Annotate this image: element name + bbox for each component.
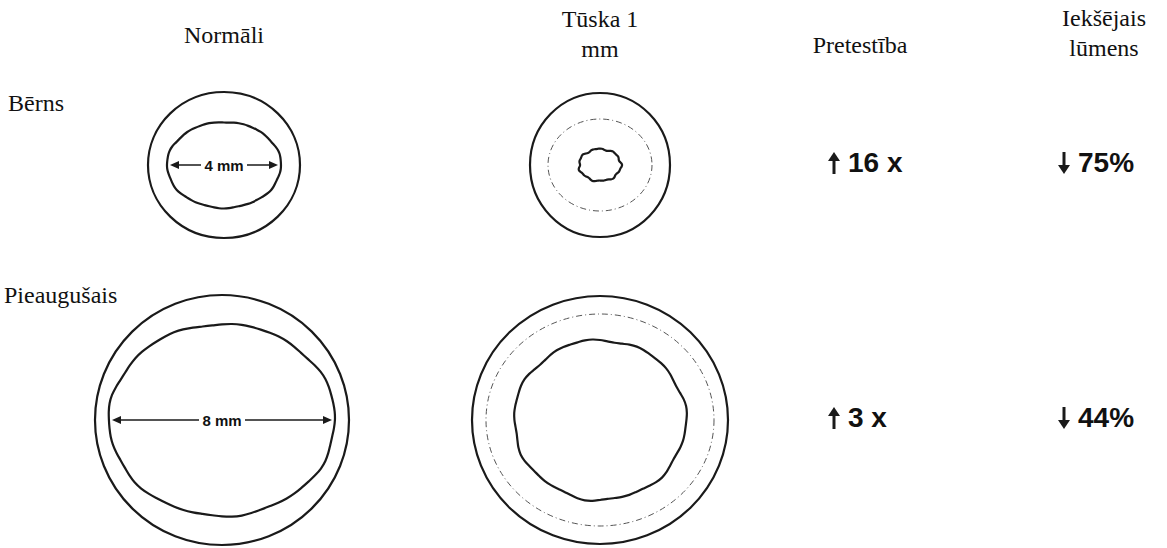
dimension-arrowhead: [170, 161, 179, 169]
column-heading: Normāli: [139, 20, 309, 50]
row-heading: Pieaugušais: [4, 280, 117, 310]
airway-lumen: [109, 324, 335, 517]
column-heading: Tūska 1 mm: [548, 4, 652, 64]
narrowed-lumen: [514, 340, 687, 501]
original-lumen-outline: [548, 119, 652, 211]
arrow-shaft: [833, 161, 836, 174]
dimension-label: 4 mm: [201, 157, 246, 174]
arrow-shaft: [833, 416, 836, 429]
original-lumen-outline: [486, 314, 714, 526]
narrowed-lumen: [579, 149, 622, 182]
resistance-value: 16 x: [848, 149, 903, 177]
airway-cross-section: 4 mm: [145, 89, 303, 241]
airway-lumen: [167, 122, 281, 208]
lumen-value: 75%: [1078, 149, 1134, 177]
airway-cross-section: 8 mm: [92, 292, 352, 548]
down-arrow: [1058, 407, 1070, 429]
dimension-arrowhead: [323, 416, 332, 424]
arrow-head: [1058, 165, 1070, 174]
row-heading: Bērns: [8, 88, 64, 118]
dimension-arrowhead: [112, 416, 121, 424]
column-heading: Iekšējais lūmens: [1047, 3, 1161, 63]
airway-wall: [95, 295, 349, 545]
column-heading: Pretestība: [780, 30, 940, 60]
arrow-shaft: [1063, 407, 1066, 420]
down-arrow: [1058, 152, 1070, 174]
dimension-label: 8 mm: [199, 412, 244, 429]
airway-wall: [148, 92, 300, 238]
arrow-head: [828, 407, 840, 416]
arrow-head: [828, 152, 840, 161]
dimension-arrowhead: [269, 161, 278, 169]
arrow-head: [1058, 420, 1070, 429]
arrow-shaft: [1063, 152, 1066, 165]
resistance-value: 3 x: [848, 404, 887, 432]
lumen-value: 44%: [1078, 404, 1134, 432]
airway-wall: [472, 296, 728, 544]
airway-wall: [530, 93, 670, 237]
up-arrow: [828, 152, 840, 174]
up-arrow: [828, 407, 840, 429]
